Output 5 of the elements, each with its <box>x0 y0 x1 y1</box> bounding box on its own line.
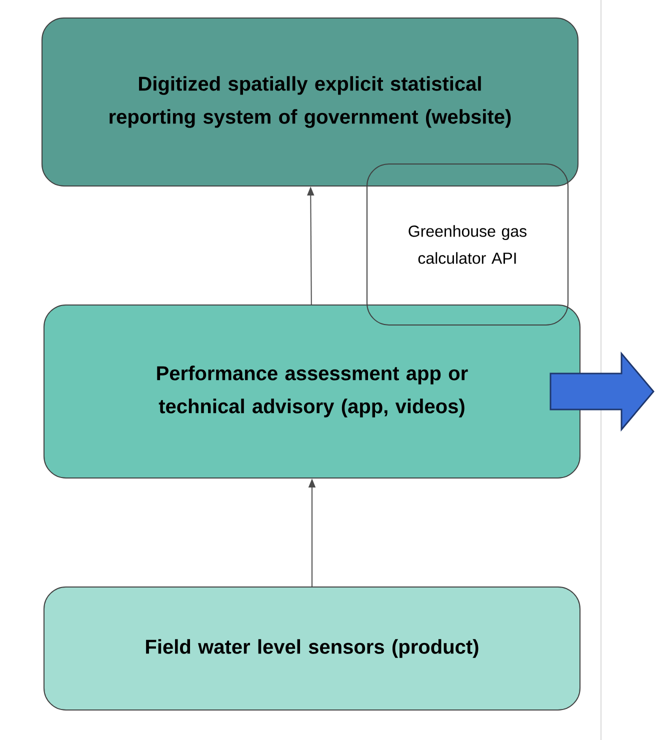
system-box: Digitized spatially explicit statistical reporting system of government (website) <box>42 18 578 186</box>
api-box: Greenhouse gas calculator API <box>366 164 568 326</box>
sensor-box: Field water level sensors (product) <box>44 586 580 710</box>
app-box: Performance assessment app or technical advisory (app, videos) <box>44 304 580 478</box>
block-arrow <box>550 351 654 432</box>
